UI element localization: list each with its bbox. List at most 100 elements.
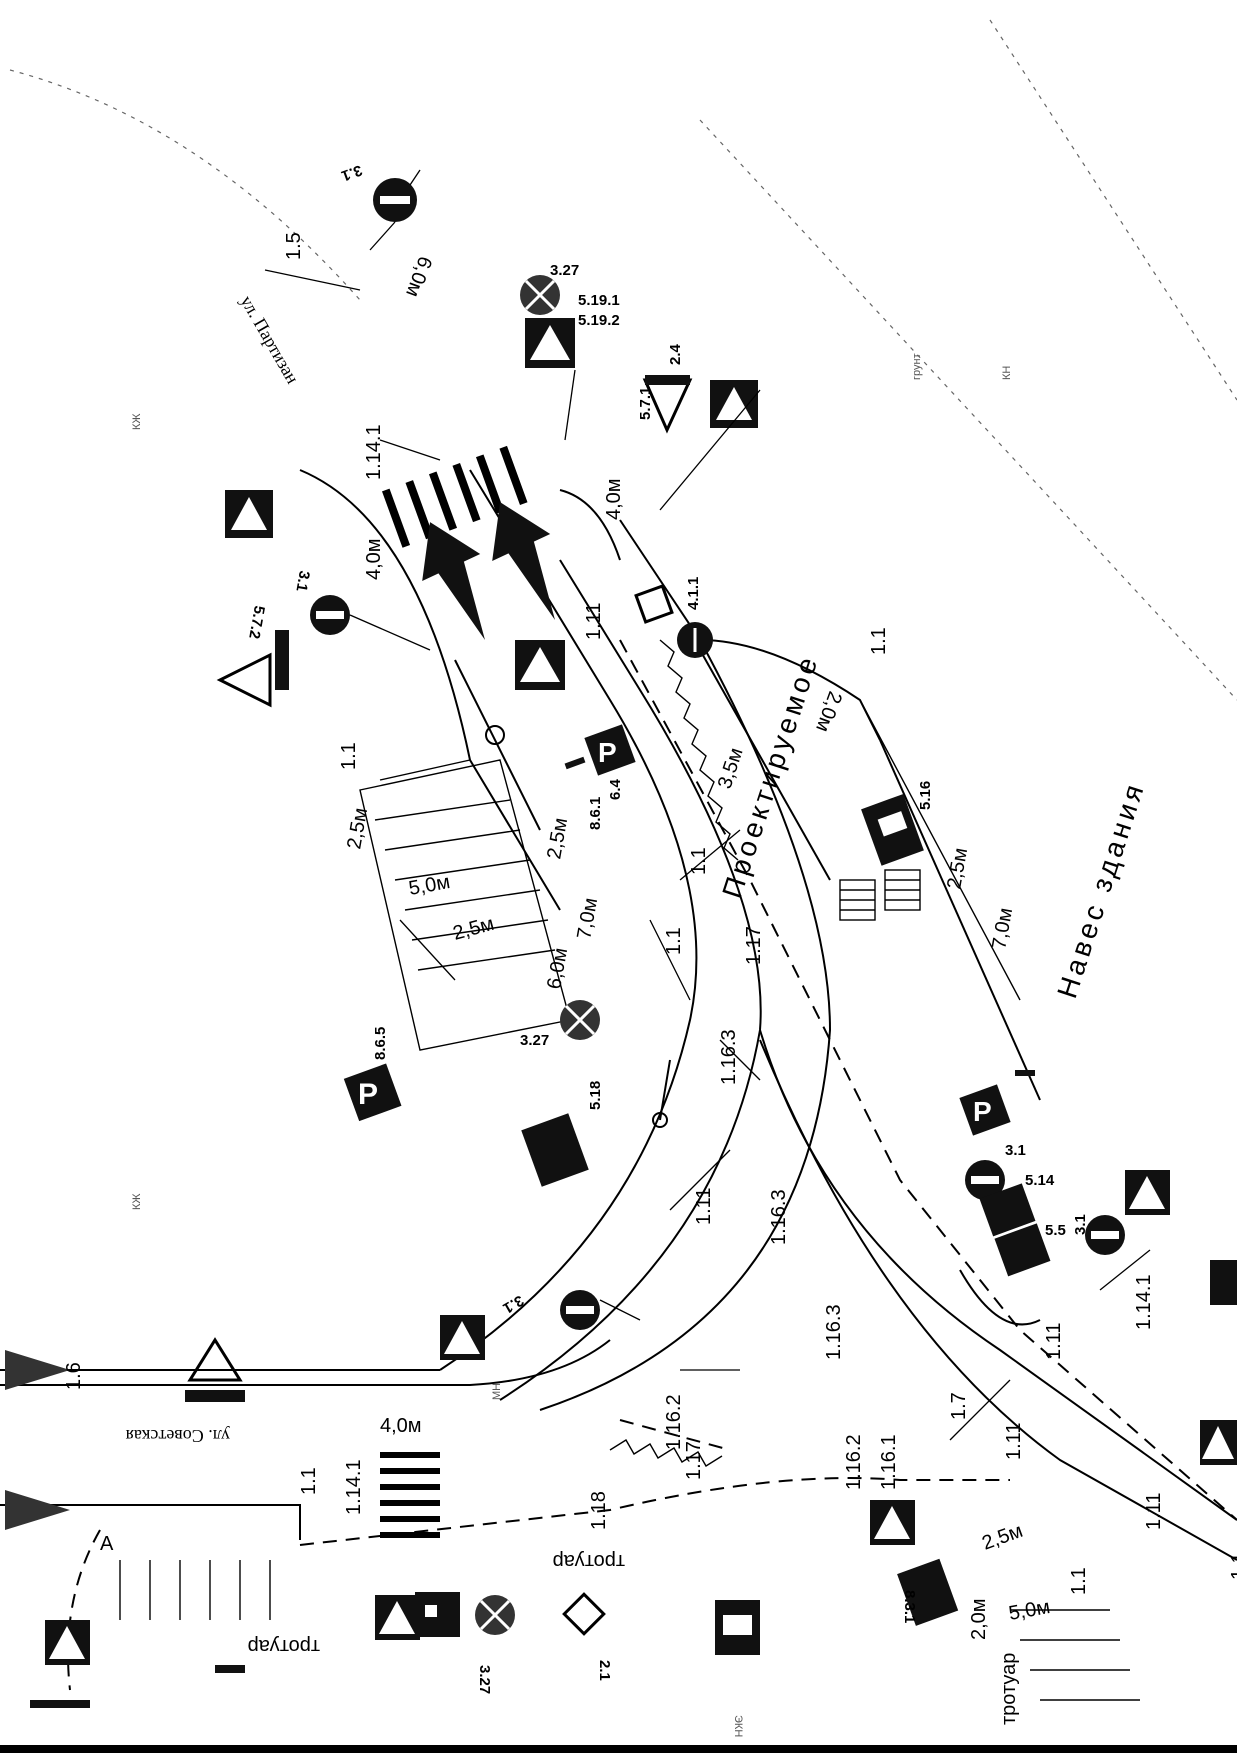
dimension-3-5m: 3,5м	[714, 745, 748, 791]
sign-code-3-27-b: 3.27	[520, 1032, 549, 1049]
sign-code-3-1-b: 3.1	[292, 569, 312, 592]
sign-yield-icon-2	[642, 375, 693, 434]
marking-1-16-3-c: 1.16.3	[823, 1304, 845, 1360]
dimension-2-5m-c: 2,5м	[451, 913, 497, 945]
sign-code-5-7-2: 5.7.2	[245, 604, 268, 640]
marking-1-16-1: 1.16.1	[878, 1434, 900, 1490]
sign-code-6-4: 6.4	[607, 778, 624, 800]
sign-main-road-icon-2	[562, 1592, 606, 1636]
loop-east	[879, 739, 1041, 1101]
dotted-line-2	[699, 119, 1237, 701]
dimension-4m-a: 4,0м	[363, 538, 385, 580]
sign-code-5-14: 5.14	[1025, 1172, 1055, 1189]
sidewalk-boundary	[299, 1477, 1010, 1546]
road-edges	[0, 19, 1237, 1691]
plate-icon-4	[30, 1700, 90, 1708]
marking-1-16-3-b: 1.16.3	[768, 1189, 790, 1245]
street-name-partizan: ул. Партизан	[237, 292, 304, 387]
marking-1-1-e: 1.1	[298, 1467, 320, 1495]
sign-main-road-icon-1	[634, 584, 674, 624]
sign-parking-icon-2: P	[343, 1063, 402, 1122]
sidewalk-edge-dash	[619, 1419, 731, 1451]
marking-1-14-1-c: 1.14.1	[343, 1459, 365, 1515]
projected-boundary	[619, 639, 1237, 1521]
plate-icon-2	[1015, 1070, 1035, 1076]
sidewalk-label-3: тротуар	[998, 1653, 1020, 1725]
zone-label-ekn: ЭКН	[732, 1715, 744, 1737]
leader-lines	[264, 269, 1151, 1441]
sidewalk-label-2: тротуар	[248, 1635, 320, 1657]
sign-code-3-1-a: 3.1	[339, 161, 364, 184]
sign-code-2-4: 2.4	[667, 343, 684, 365]
dimension-7m-a: 7,0м	[573, 896, 602, 941]
marking-1-17-b: 1.17	[683, 1441, 705, 1480]
sign-no-stopping-icon-1	[520, 275, 560, 315]
arrow-left-2	[5, 1490, 70, 1530]
sign-crossing-icon-2	[659, 380, 761, 511]
marking-1-11-c: 1.11	[1003, 1423, 1025, 1460]
sign-code-8-6-1: 8.6.1	[587, 797, 604, 830]
sign-straight-icon	[677, 622, 713, 658]
crosswalk-south	[380, 1452, 440, 1538]
svg-text:P: P	[358, 1078, 378, 1111]
canopy-edge	[859, 699, 1021, 1001]
sign-crossing-icon-1	[525, 318, 576, 441]
page-bottom-border	[0, 1745, 1237, 1753]
dimension-4m-c: 4,0м	[380, 1415, 422, 1437]
curve-west-edge	[439, 469, 698, 1371]
loop-west	[699, 649, 831, 881]
sign-code-2-1: 2.1	[596, 1660, 613, 1681]
marking-1-11-b: 1.11	[693, 1188, 715, 1225]
zigzag-edge-south	[609, 1439, 723, 1467]
zone-label-kzh-1: КЖ	[131, 413, 143, 430]
marking-1-1-b: 1.1	[868, 627, 890, 655]
partizan-edge-west	[299, 469, 561, 911]
sign-code-3-1-e: 3.1	[1072, 1214, 1089, 1235]
marking-1-1-c: 1.1	[688, 847, 710, 875]
marking-1-5: 1.5	[283, 232, 305, 260]
plate-icon-1	[564, 756, 586, 770]
dotted-line-1	[9, 69, 361, 301]
street-name-sovetskaya: ул. Советская	[126, 1426, 230, 1446]
curve-inner	[539, 519, 832, 1411]
sign-crossing-icon-11	[1210, 1260, 1237, 1305]
marking-1-11-e: 1.11	[1043, 1323, 1065, 1360]
marking-1-1-g: 1.1	[1228, 1552, 1237, 1580]
sign-code-5-7-1: 5.7.1	[637, 387, 654, 420]
sign-crossing-icon-7	[375, 1595, 420, 1640]
sign-code-3-1-d: 3.1	[1005, 1142, 1026, 1159]
lamp-post-icon-1	[454, 659, 541, 831]
dimension-7m-b: 7,0м	[988, 906, 1017, 951]
sign-no-entry-icon-3	[560, 1290, 641, 1330]
marking-1-1-f: 1.1	[1068, 1567, 1090, 1595]
svg-text:P: P	[598, 737, 617, 768]
partizan-edge-east	[559, 489, 621, 561]
marking-1-11-d: 1.11	[1143, 1493, 1165, 1530]
sign-code-8-6-5: 8.6.5	[372, 1027, 389, 1060]
marking-1-1-a: 1.1	[338, 742, 360, 770]
east-branch-south	[759, 1039, 1237, 1561]
dotted-line-3	[989, 19, 1237, 401]
plate-icon-3	[215, 1665, 245, 1673]
sign-yield-icon-1	[216, 630, 289, 708]
sign-crossing-icon-3	[225, 490, 273, 538]
sovetskaya-south-edge	[0, 1504, 301, 1540]
sign-code-3-27-c: 3.27	[476, 1665, 493, 1694]
marking-1-14-1-b: 1.14.1	[1133, 1274, 1155, 1330]
sign-no-entry-icon-5	[1085, 1215, 1125, 1255]
lane-arrow-1	[422, 522, 485, 640]
sign-crossing-icon-10	[1200, 1420, 1237, 1465]
sign-no-entry-icon-2	[310, 595, 431, 651]
marking-1-17-a: 1.17	[743, 926, 765, 965]
marking-1-7: 1.7	[948, 1392, 970, 1420]
marking-1-16-3-a: 1.16.3	[718, 1029, 740, 1085]
dimension-2-5m-a: 2,5м	[343, 806, 372, 851]
arrow-left-1	[5, 1350, 70, 1390]
sign-crossing-icon-9	[870, 1500, 915, 1545]
sign-no-stopping-icon-2	[560, 1000, 600, 1040]
parking-stalls-se	[1010, 1609, 1140, 1701]
canopy-label: Навес здания	[1051, 777, 1150, 1002]
sign-lane-icon-2	[415, 1592, 460, 1637]
sign-yield-icon-3	[185, 1337, 245, 1402]
